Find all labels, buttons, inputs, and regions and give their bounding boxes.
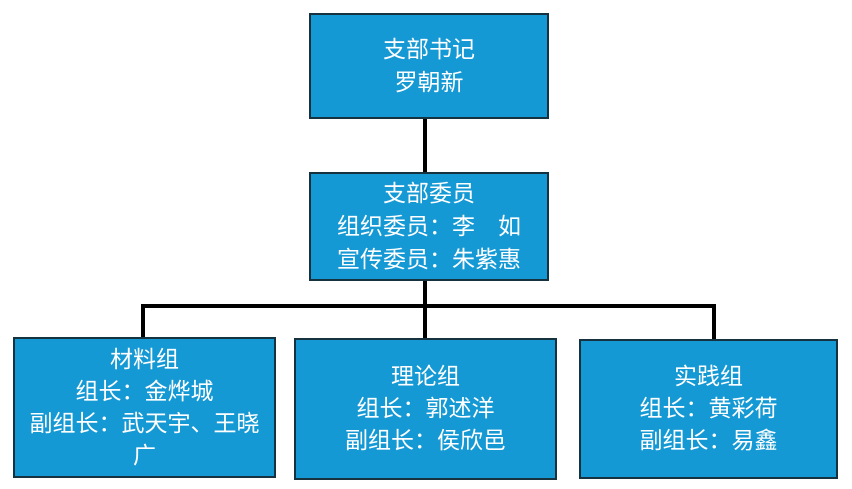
connector-drop-materials-line	[141, 304, 145, 338]
node-role-line: 宣传委员：朱紫惠	[337, 247, 521, 272]
node-title: 实践组	[674, 364, 743, 389]
node-title: 理论组	[391, 364, 460, 389]
node-group-practice: 实践组 组长：黄彩荷 副组长：易鑫	[579, 339, 838, 479]
node-role-line: 组织委员：李 如	[337, 214, 521, 239]
connector-drop-practice-line	[712, 304, 716, 340]
node-title: 材料组	[110, 346, 179, 372]
connector-horizontal-rail-line	[141, 304, 716, 308]
node-branch-secretary: 支部书记 罗朝新	[309, 13, 549, 119]
node-title: 支部书记	[383, 37, 475, 62]
node-person: 罗朝新	[394, 70, 464, 95]
node-role-line: 组长：郭述洋	[356, 396, 495, 421]
connector-secretary-committee-line	[423, 119, 427, 174]
node-group-materials: 材料组 组长：金烨城 副组长：武天宇、王晓广	[13, 337, 276, 478]
node-role-line: 组长：金烨城	[75, 378, 214, 404]
node-role-line: 副组长：侯欣邑	[345, 428, 506, 453]
node-branch-committee: 支部委员 组织委员：李 如 宣传委员：朱紫惠	[309, 172, 549, 281]
node-group-theory: 理论组 组长：郭述洋 副组长：侯欣邑	[294, 338, 557, 480]
node-role-line: 副组长：易鑫	[639, 428, 778, 453]
node-title: 支部委员	[383, 181, 475, 206]
connector-committee-trunk-line	[423, 280, 427, 308]
node-role-line: 副组长：武天宇、王晓广	[29, 410, 260, 468]
node-role-line: 组长：黄彩荷	[639, 396, 778, 421]
connector-drop-theory-line	[423, 304, 427, 339]
